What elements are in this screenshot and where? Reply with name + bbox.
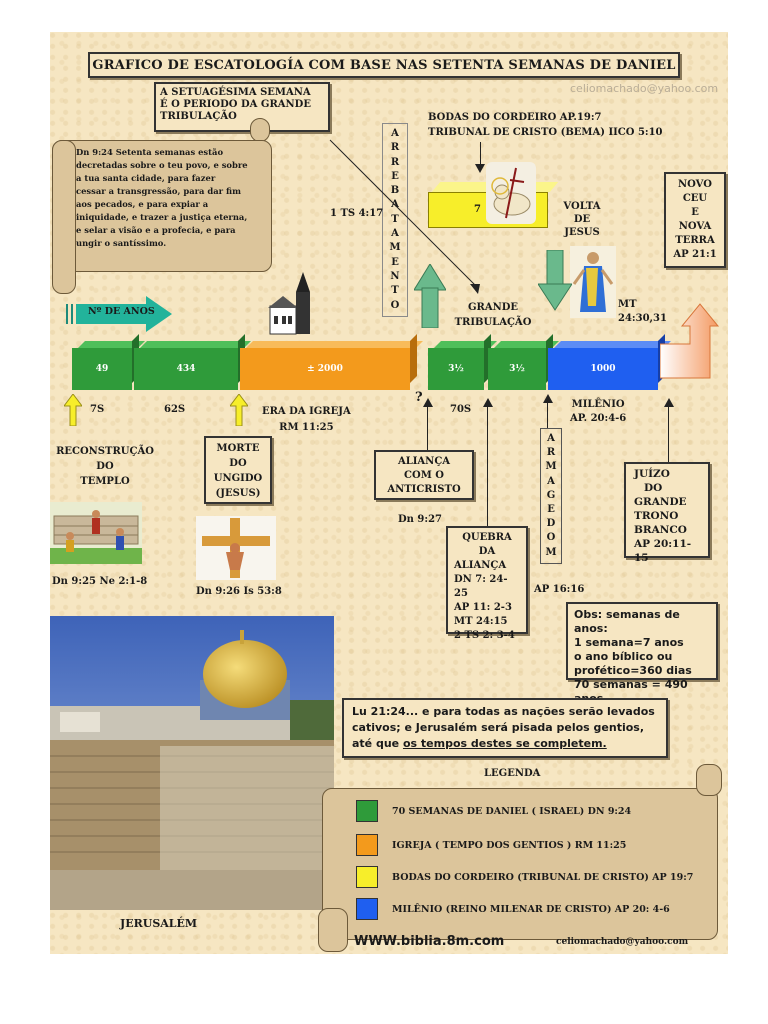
rebuilding-svg [50, 502, 142, 564]
volta-label: VOLTA DE JESUS [560, 200, 604, 239]
legend-item-milenio: MILÊNIO (REINO MILENAR DE CRISTO) AP 20:… [356, 898, 670, 920]
jerusalem-photo [50, 616, 334, 910]
crucifix-svg [196, 516, 276, 580]
quebra-pointer-line [487, 406, 488, 526]
legend-title: LEGENDA [484, 768, 540, 780]
question-mark: ? [415, 390, 423, 405]
juizo-pointer-head [664, 398, 674, 407]
footer-email: celiomachado@yahoo.com [556, 937, 688, 947]
milenio-label: MILÊNIO AP. 20:4-6 [570, 398, 626, 426]
label-70s: 70S [450, 404, 471, 416]
segment-1000: 1000 [548, 348, 658, 390]
eternity-arrow [660, 300, 720, 380]
dn927-ref: Dn 9:27 [398, 514, 442, 526]
armagedom-pointer-line [547, 402, 548, 428]
armagedom-pointer-head [543, 394, 553, 403]
lamb-svg [486, 162, 536, 224]
quebra-box: QUEBRA DA ALIANÇA DN 7: 24-25 AP 11: 2-3… [446, 526, 528, 634]
church-icon [268, 270, 314, 336]
rapture-up-arrow [414, 264, 446, 328]
jerusalem-svg [50, 616, 334, 910]
era-igreja-label: ERA DA IGREJA RM 11:25 [262, 404, 351, 436]
legend-swatch-yellow [356, 866, 378, 888]
yellow-arrow-7s [64, 394, 82, 426]
rebuilding-image [50, 502, 142, 564]
years-arrow-label: Nº DE ANOS [88, 306, 155, 318]
legend-item-igreja: IGREJA ( TEMPO DOS GENTIOS ) RM 11:25 [356, 834, 626, 856]
segment-434: 434 [134, 348, 238, 390]
legend-swatch-blue [356, 898, 378, 920]
legend-swatch-green [356, 800, 378, 822]
legend-item-daniel: 70 SEMANAS DE DANIEL ( ISRAEL) DN 9:24 [356, 800, 631, 822]
grande-tribulacao-label: GRANDE TRIBULAÇÃO [450, 300, 536, 330]
legend-item-bodas: BODAS DO CORDEIRO (TRIBUNAL DE CRISTO) A… [356, 866, 693, 888]
dn926-ref: Dn 9:26 Is 53:8 [196, 586, 282, 598]
alianca-pointer-line [427, 406, 428, 450]
obs-box: Obs: semanas de anos: 1 semana=7 anos o … [566, 602, 718, 680]
lucas-underlined: os tempos destes se completem. [403, 737, 607, 750]
juizo-pointer-line [668, 406, 669, 462]
lamb-box-number: 7 [474, 204, 481, 216]
jesus-icon [570, 246, 616, 318]
reconstrucao-label: RECONSTRUÇÃO DO TEMPLO [50, 444, 160, 489]
ap1616-ref: AP 16:16 [534, 584, 584, 596]
novo-ceu-box: NOVO CEU E NOVA TERRA AP 21:1 [664, 172, 726, 268]
segment-3-5-b: 3½ [488, 348, 546, 390]
lucas-box: Lu 21:24... e para todas as nações serão… [342, 698, 668, 758]
legend-scroll-curl-right [696, 764, 722, 796]
label-62s: 62S [164, 404, 185, 416]
quebra-pointer-head [483, 398, 493, 407]
lamb-icon [486, 162, 536, 224]
legend-swatch-orange [356, 834, 378, 856]
crucifix-image [196, 516, 276, 580]
label-7s: 7S [90, 404, 104, 416]
morte-box: MORTE DO UNGIDO (JESUS) [204, 436, 272, 504]
jesus-svg [570, 246, 616, 318]
yellow-arrow-morte [230, 394, 248, 426]
juizo-box: JUÍZO DO GRANDE TRONO BRANCO AP 20:11-15 [624, 462, 710, 558]
legend-scroll-curl-left [318, 908, 348, 952]
segment-3-5-a: 3½ [428, 348, 484, 390]
alianca-box: ALIANÇA COM O ANTICRISTO [374, 450, 474, 500]
site-url: WWW.biblia.8m.com [354, 934, 504, 949]
volta-down-arrow [538, 250, 572, 312]
segment-49: 49 [72, 348, 132, 390]
alianca-pointer-head [423, 398, 433, 407]
dn925-ref: Dn 9:25 Ne 2:1-8 [52, 576, 147, 588]
jerusalem-caption: JERUSALÉM [120, 918, 197, 930]
segment-2000: ± 2000 [240, 348, 410, 390]
